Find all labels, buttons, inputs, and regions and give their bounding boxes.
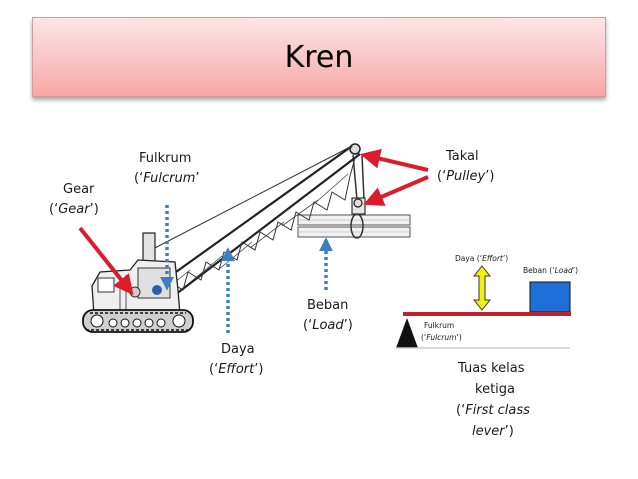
gear-label-term: (‘Gear’)	[49, 202, 99, 217]
daya-label: Daya	[221, 342, 255, 357]
pulley-arrow-top	[360, 148, 429, 172]
fulkrum-label: Fulkrum	[139, 151, 191, 166]
daya-label-term: (‘Effort’)	[209, 362, 263, 377]
lever-caption-line4: lever’)	[472, 424, 514, 439]
fulcrum-triangle	[396, 318, 418, 348]
red-arrows	[78, 148, 429, 296]
crane-illustration	[82, 143, 411, 333]
takal-label-term: (‘Pulley’)	[437, 169, 494, 184]
lattice-boom	[146, 145, 361, 305]
lever-fulcrum-term: (‘Fulcrum’)	[421, 333, 462, 342]
title-bar: Kren	[32, 17, 606, 97]
indicator-lines	[160, 205, 333, 333]
beban-label: Beban	[307, 298, 348, 313]
takal-label: Takal	[445, 149, 479, 164]
lever-diagram: Daya (‘Effort’) Beban (‘Load’) Fulkrum (…	[396, 254, 578, 439]
lever-effort-label: Daya (‘Effort’)	[455, 254, 508, 263]
pipe-load	[297, 213, 411, 239]
load-box	[529, 281, 571, 313]
slide-title: Kren	[284, 39, 354, 75]
crane-tracks	[82, 309, 194, 333]
lever-bar	[403, 312, 571, 316]
beban-label-term: (‘Load’)	[303, 318, 353, 333]
effort-double-arrow	[472, 265, 492, 311]
fulkrum-label-term: (‘Fulcrum’	[134, 171, 200, 186]
gear-label: Gear	[63, 182, 95, 197]
lever-caption-line1: Tuas kelas	[457, 361, 525, 376]
lever-load-label: Beban (‘Load’)	[523, 266, 578, 275]
lever-fulcrum-label: Fulkrum	[424, 321, 454, 330]
lower-pulley	[353, 198, 363, 208]
pulley-arrow-bottom	[363, 175, 429, 206]
top-pulley	[349, 143, 361, 155]
lever-caption-line3: (‘First class	[456, 403, 530, 418]
gear-arrow	[78, 226, 134, 296]
lever-caption-line2: ketiga	[475, 382, 515, 397]
